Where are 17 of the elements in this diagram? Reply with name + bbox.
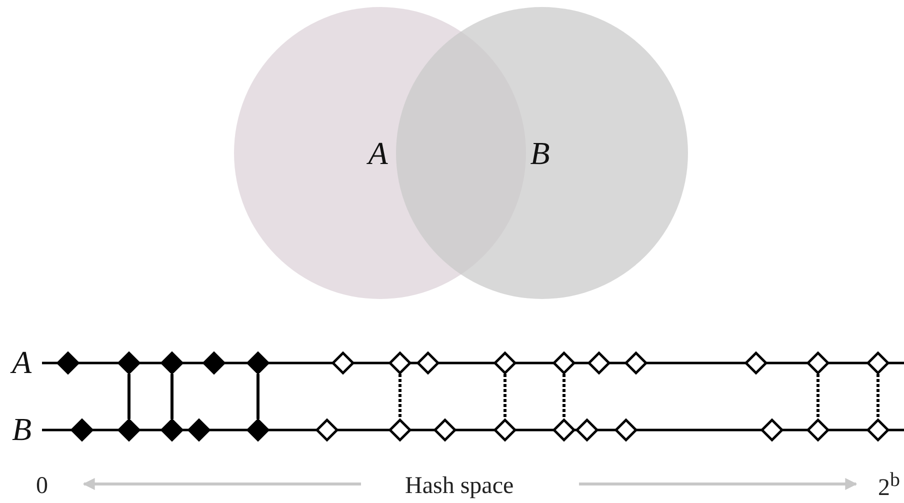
axis-title: Hash space <box>405 474 514 498</box>
connector-line <box>256 374 260 419</box>
dotted-connector <box>816 374 820 419</box>
set-name: B <box>12 413 32 445</box>
connector-line <box>170 374 174 419</box>
dotted-connector <box>876 374 880 419</box>
set-name: B <box>530 137 550 169</box>
axis-end-label: 0 <box>36 474 48 498</box>
connector-line <box>128 374 130 419</box>
dotted-connector <box>398 374 402 419</box>
hash-line <box>42 428 904 432</box>
hash-line <box>42 362 904 364</box>
axis-end-label: 2$^{b}$ <box>878 470 900 500</box>
dotted-connector <box>562 374 566 419</box>
set-name: A <box>368 137 388 169</box>
set-name: A <box>12 346 32 378</box>
dotted-connector <box>504 374 506 419</box>
